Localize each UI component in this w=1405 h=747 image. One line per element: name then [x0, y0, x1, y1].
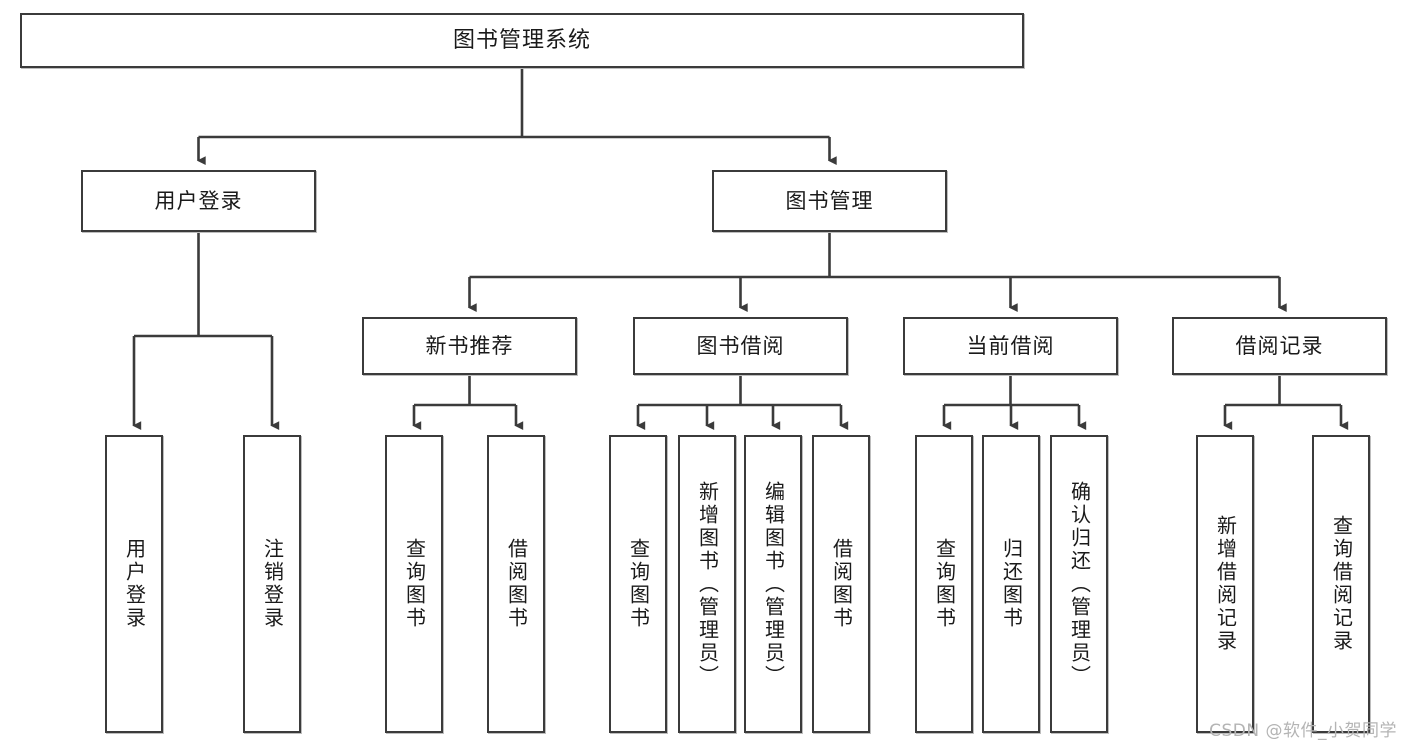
node-leaf-4-1[interactable]: 查询图书 — [915, 435, 973, 733]
node-label: 用户登录 — [154, 188, 243, 213]
node-label: 查询图书 — [402, 538, 427, 630]
node-leaf-1-1[interactable]: 用户登录 — [105, 435, 163, 733]
node-leaf-4-3[interactable]: 确认归还（管理员） — [1050, 435, 1108, 733]
node-leaf-3-3[interactable]: 编辑图书（管理员） — [744, 435, 802, 733]
node-leaf-2-1[interactable]: 查询图书 — [385, 435, 443, 733]
node-l3-3[interactable]: 当前借阅 — [903, 317, 1118, 375]
node-leaf-1-2[interactable]: 注销登录 — [243, 435, 301, 733]
node-label: 借阅记录 — [1235, 333, 1324, 358]
node-l2-1[interactable]: 用户登录 — [81, 170, 316, 232]
node-root[interactable]: 图书管理系统 — [20, 13, 1024, 68]
node-l3-1[interactable]: 新书推荐 — [362, 317, 577, 375]
node-l2-2[interactable]: 图书管理 — [712, 170, 947, 232]
node-l3-4[interactable]: 借阅记录 — [1172, 317, 1387, 375]
node-label: 新增借阅记录 — [1213, 515, 1238, 653]
node-label: 新书推荐 — [425, 333, 514, 358]
node-label: 用户登录 — [122, 538, 147, 630]
node-label: 查询借阅记录 — [1329, 515, 1354, 653]
node-label: 查询图书 — [932, 538, 957, 630]
node-leaf-2-2[interactable]: 借阅图书 — [487, 435, 545, 733]
node-label: 归还图书 — [999, 538, 1024, 630]
node-leaf-3-4[interactable]: 借阅图书 — [812, 435, 870, 733]
node-label: 查询图书 — [626, 538, 651, 630]
node-label: 图书管理系统 — [452, 27, 591, 53]
csdn-watermark: CSDN @软件_小贺同学 — [1209, 721, 1397, 741]
node-label: 图书借阅 — [696, 333, 785, 358]
node-label: 注销登录 — [260, 538, 285, 630]
node-label: 借阅图书 — [829, 538, 854, 630]
node-l3-2[interactable]: 图书借阅 — [633, 317, 848, 375]
node-label: 图书管理 — [785, 188, 874, 213]
node-leaf-3-1[interactable]: 查询图书 — [609, 435, 667, 733]
node-leaf-5-1[interactable]: 新增借阅记录 — [1196, 435, 1254, 733]
node-label: 确认归还（管理员） — [1067, 480, 1092, 688]
node-label: 编辑图书（管理员） — [761, 480, 786, 688]
node-label: 借阅图书 — [504, 538, 529, 630]
node-leaf-4-2[interactable]: 归还图书 — [982, 435, 1040, 733]
node-label: 当前借阅 — [966, 333, 1055, 358]
node-leaf-5-2[interactable]: 查询借阅记录 — [1312, 435, 1370, 733]
node-label: 新增图书（管理员） — [695, 480, 720, 688]
node-leaf-3-2[interactable]: 新增图书（管理员） — [678, 435, 736, 733]
